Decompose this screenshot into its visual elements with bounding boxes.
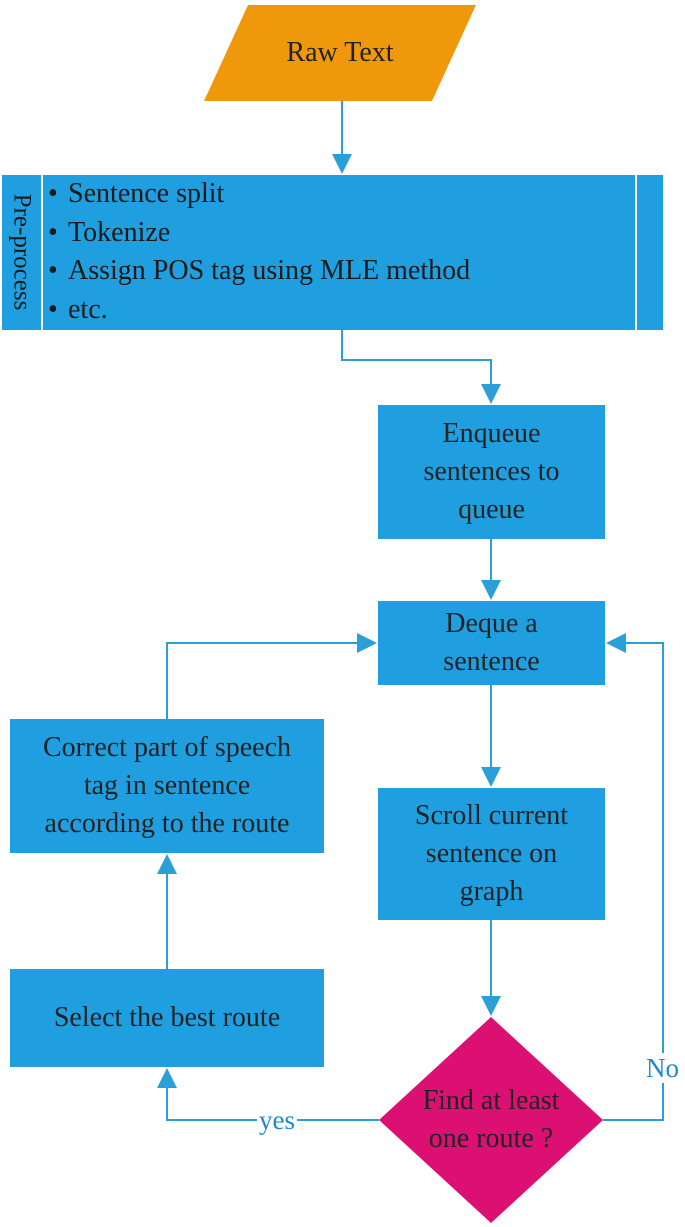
preprocess-item: • Tokenize: [48, 214, 628, 253]
arrow-preprocess-to-enqueue: [341, 330, 501, 404]
preprocess-item-text: Assign POS tag using MLE method: [68, 255, 471, 286]
raw-text-label: Raw Text: [204, 5, 476, 101]
enqueue-line: queue: [458, 494, 525, 525]
select-line: Select the best route: [53, 1002, 281, 1033]
preprocess-side-label: Pre-process: [2, 176, 40, 328]
correct-line: Correct part of speech: [43, 732, 291, 763]
enqueue-label: Enqueue sentences to queue: [378, 405, 605, 539]
decision-line: one route ?: [428, 1123, 554, 1154]
arrow-decision-no-to-deque: [603, 633, 664, 1121]
preprocess-side-label-text: Pre-process: [8, 193, 36, 311]
correct-line: tag in sentence: [83, 770, 251, 801]
arrow-correct-to-deque: [166, 633, 377, 719]
preprocess-box: [2, 175, 663, 330]
bullet-icon: •: [48, 255, 58, 286]
decision-diamond: [379, 1017, 603, 1223]
preprocess-item: • Sentence split: [48, 175, 628, 214]
enqueue-box: [378, 405, 605, 539]
deque-box: [378, 601, 605, 685]
scroll-line: sentence on: [425, 838, 558, 869]
preprocess-list: • Sentence split • Tokenize • Assign POS…: [48, 175, 628, 329]
scroll-line: graph: [459, 876, 524, 907]
enqueue-line: sentences to: [423, 456, 560, 487]
preprocess-item-text: Sentence split: [68, 178, 225, 209]
decision-label: Find at least one route ?: [379, 1080, 603, 1160]
arrow-decision-yes-to-select: [157, 1068, 379, 1121]
bullet-icon: •: [48, 178, 58, 209]
scroll-label: Scroll current sentence on graph: [378, 788, 605, 920]
select-label: Select the best route: [10, 969, 324, 1067]
correct-line: according to the route: [44, 808, 290, 839]
deque-line: Deque a: [445, 608, 538, 639]
bullet-icon: •: [48, 216, 58, 248]
enqueue-line: Enqueue: [442, 418, 541, 449]
preprocess-item: • Assign POS tag using MLE method: [48, 252, 628, 291]
scroll-line: Scroll current: [414, 800, 569, 831]
preprocess-item-text: etc.: [68, 293, 108, 325]
scroll-box: [378, 788, 605, 920]
deque-line: sentence: [443, 646, 540, 677]
bullet-icon: •: [48, 293, 58, 325]
raw-text-line: Raw Text: [286, 37, 394, 68]
raw-text-shape: [204, 5, 476, 101]
select-box: [10, 969, 324, 1067]
deque-label: Deque a sentence: [378, 601, 605, 685]
edge-label-no: No: [645, 1053, 680, 1083]
preprocess-item: • etc.: [48, 291, 628, 330]
preprocess-item-text: Tokenize: [68, 216, 171, 248]
decision-line: Find at least: [422, 1085, 560, 1116]
correct-label: Correct part of speech tag in sentence a…: [10, 719, 324, 853]
edge-label-yes: yes: [257, 1105, 297, 1135]
correct-box: [10, 719, 324, 853]
